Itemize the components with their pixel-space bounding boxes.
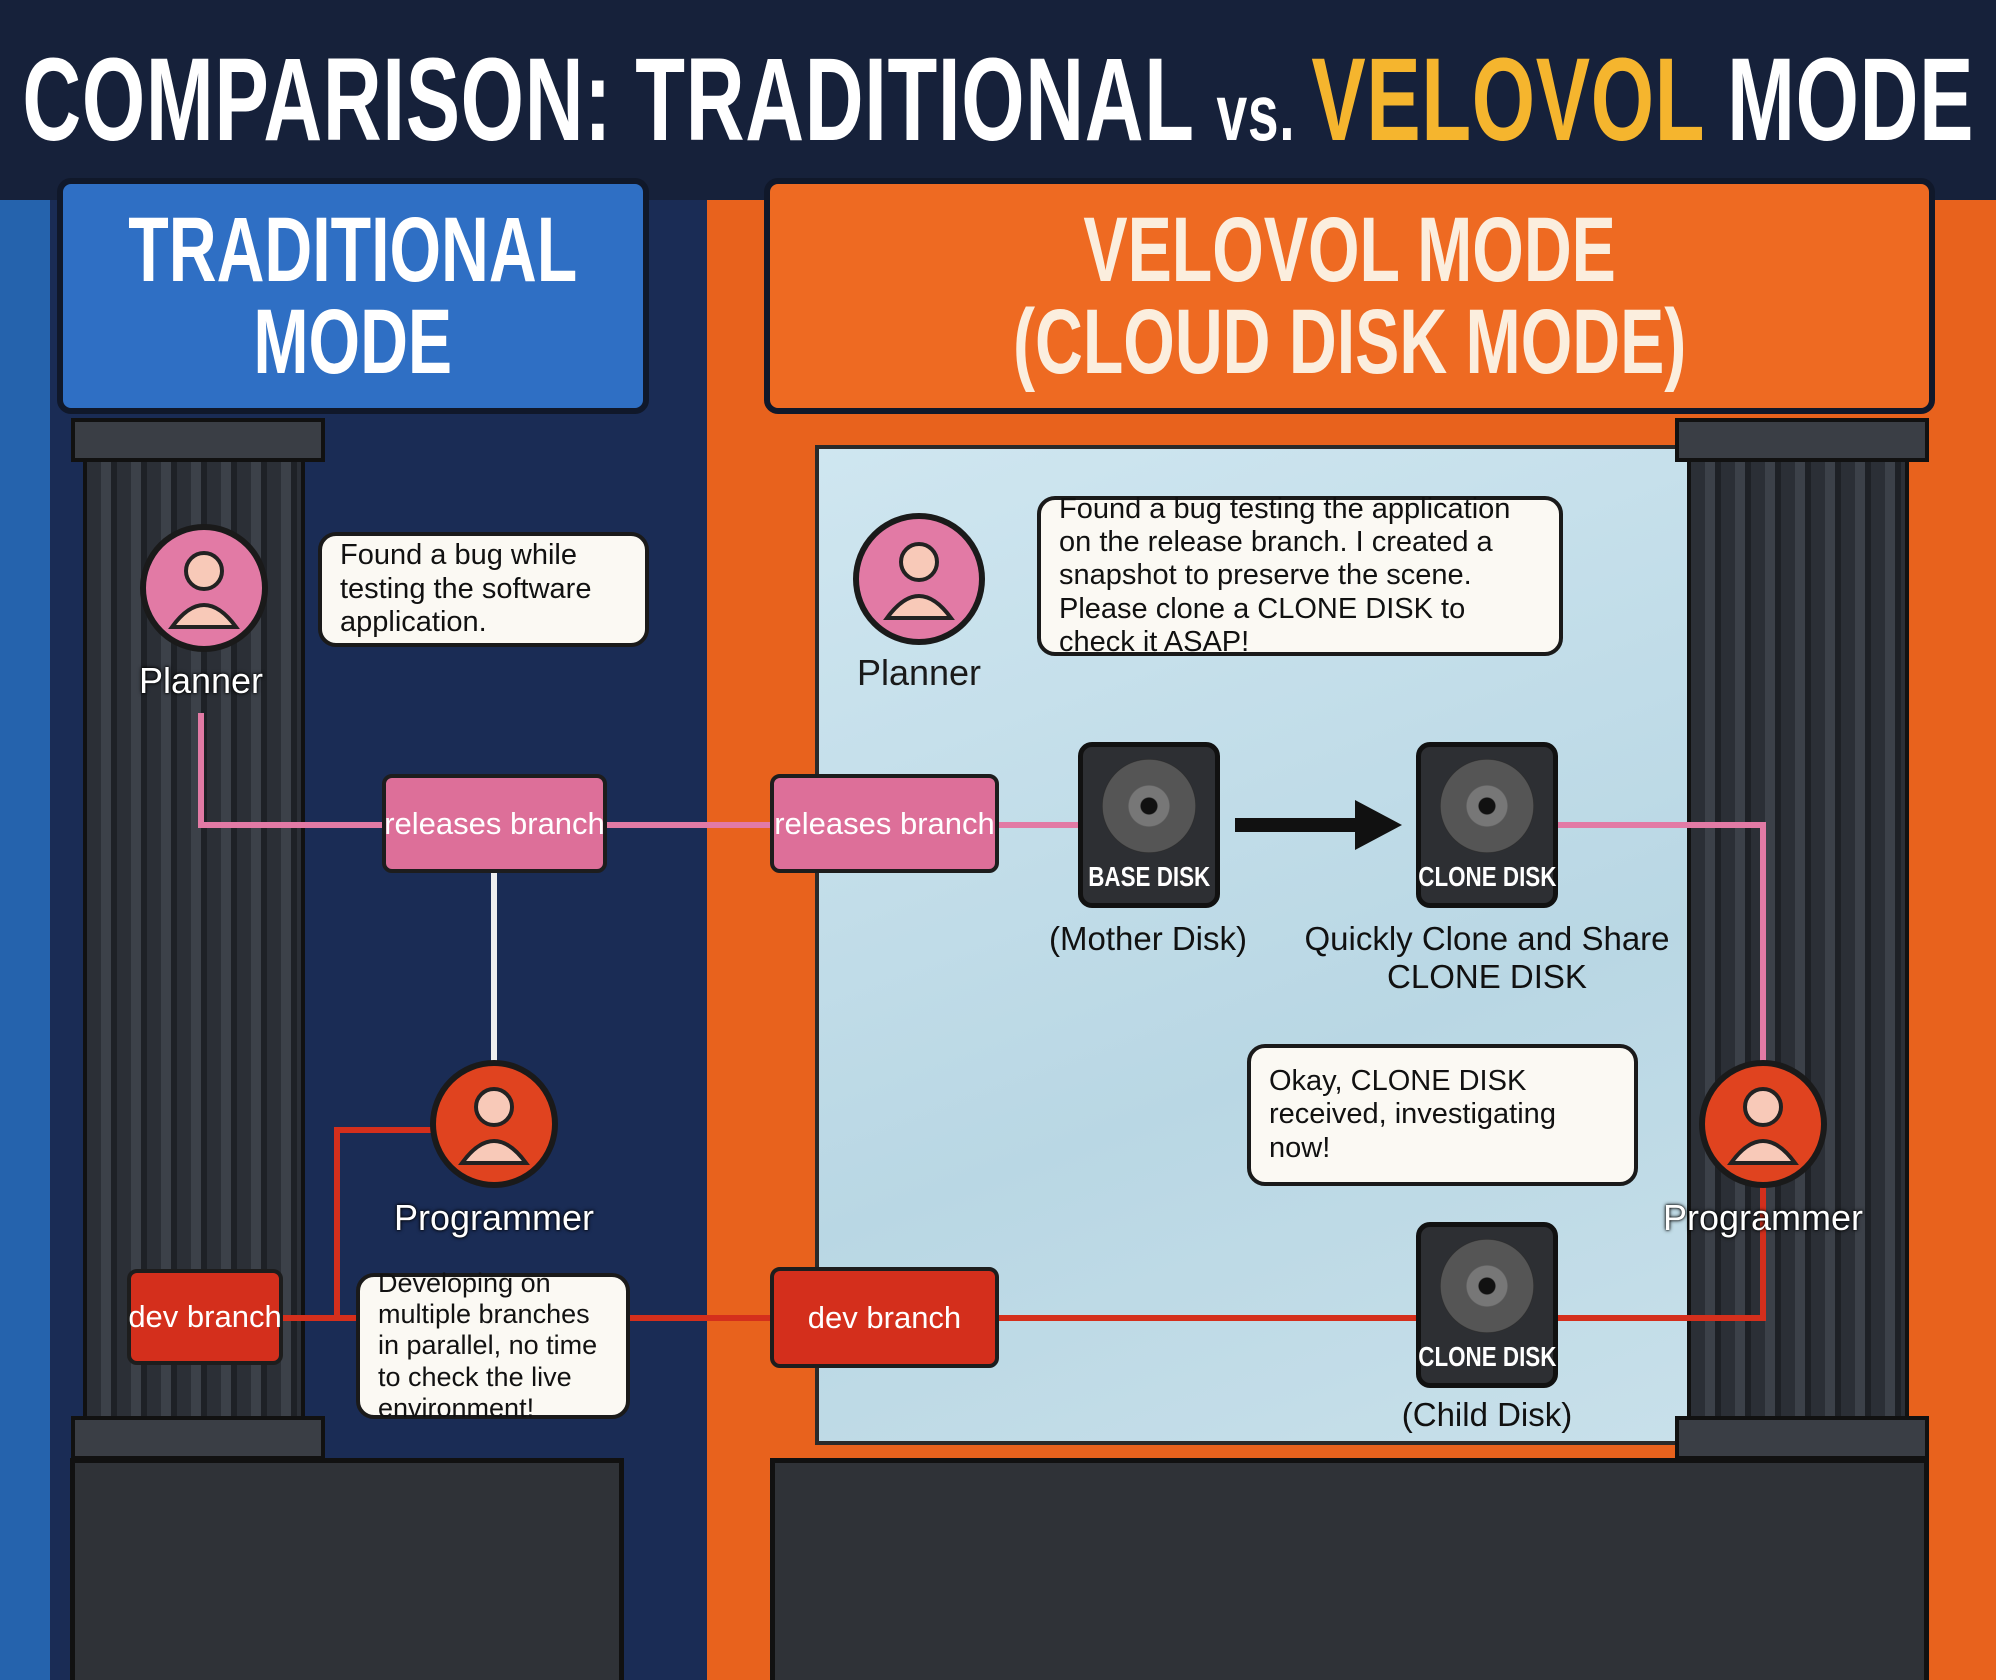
pink-line-to-programmer [1557,822,1766,1063]
velovol-planner-avatar-icon [853,513,985,645]
programmer-avatar-icon [430,1060,558,1188]
arrow-right-icon [1355,800,1402,850]
clone-disk-icon: CLONE DISK [1416,742,1558,908]
velovol-programmer-label: Programmer [1662,1197,1864,1238]
planner-label: Planner [138,660,264,701]
child-disk-label: CLONE DISK [1417,1341,1557,1372]
planner-speech-bubble: Found a bug while testing the software a… [318,532,649,647]
base-disk-label: BASE DISK [1088,861,1210,892]
dev-branch-tag: dev branch [127,1269,283,1365]
pink-line-planner-left [198,713,382,828]
releases-branch-tag: releases branch [382,774,607,873]
red-line-dev-right [999,1184,1766,1321]
velovol-header-text: VELOVOL MODE (CLOUD DISK MODE) [1012,199,1687,393]
clone-caption-line2: CLONE DISK [1387,957,1587,995]
planner-avatar-icon [140,524,268,652]
page-title: COMPARISON: TRADITIONAL vs. VELOVOL MODE [22,32,1974,168]
disk-platter-icon [1440,1239,1534,1333]
disk-platter-icon [1440,759,1534,853]
traditional-header-text: TRADITIONAL MODE [128,199,578,393]
traditional-mode-header: TRADITIONAL MODE [57,178,649,414]
child-disk-caption: (Child Disk) [1401,1396,1573,1433]
mother-disk-caption: (Mother Disk) [1048,920,1248,957]
clone-caption-line1: Quickly Clone and Share [1304,920,1670,957]
velovol-programmer-speech-bubble: Okay, CLONE DISK received, investigating… [1247,1044,1638,1186]
child-clone-disk-icon: CLONE DISK [1416,1222,1558,1388]
clone-disk-label: CLONE DISK [1417,861,1557,892]
programmer-label: Programmer [393,1197,595,1238]
title-vs: vs. [1216,68,1312,157]
right-pillar [1675,418,1929,1460]
right-stone-base [770,1458,1929,1680]
velovol-dev-branch-tag: dev branch [770,1267,999,1368]
velovol-planner-label: Planner [856,652,982,693]
programmer-speech-bubble: Developing on multiple branches in paral… [356,1268,630,1423]
velovol-mode-header: VELOVOL MODE (CLOUD DISK MODE) [764,178,1935,414]
velovol-programmer-avatar-icon [1699,1060,1827,1188]
title-part2: MODE [1703,34,1974,166]
disk-platter-icon [1102,759,1196,853]
title-highlight: VELOVOL [1311,34,1704,166]
title-bar: COMPARISON: TRADITIONAL vs. VELOVOL MODE [0,0,1996,200]
left-stone-base [70,1458,624,1680]
title-part1: COMPARISON: TRADITIONAL [22,34,1217,166]
velovol-releases-branch-tag: releases branch [770,774,999,873]
base-disk-icon: BASE DISK [1078,742,1220,908]
velovol-planner-speech-bubble: Found a bug testing the application on t… [1037,493,1563,658]
